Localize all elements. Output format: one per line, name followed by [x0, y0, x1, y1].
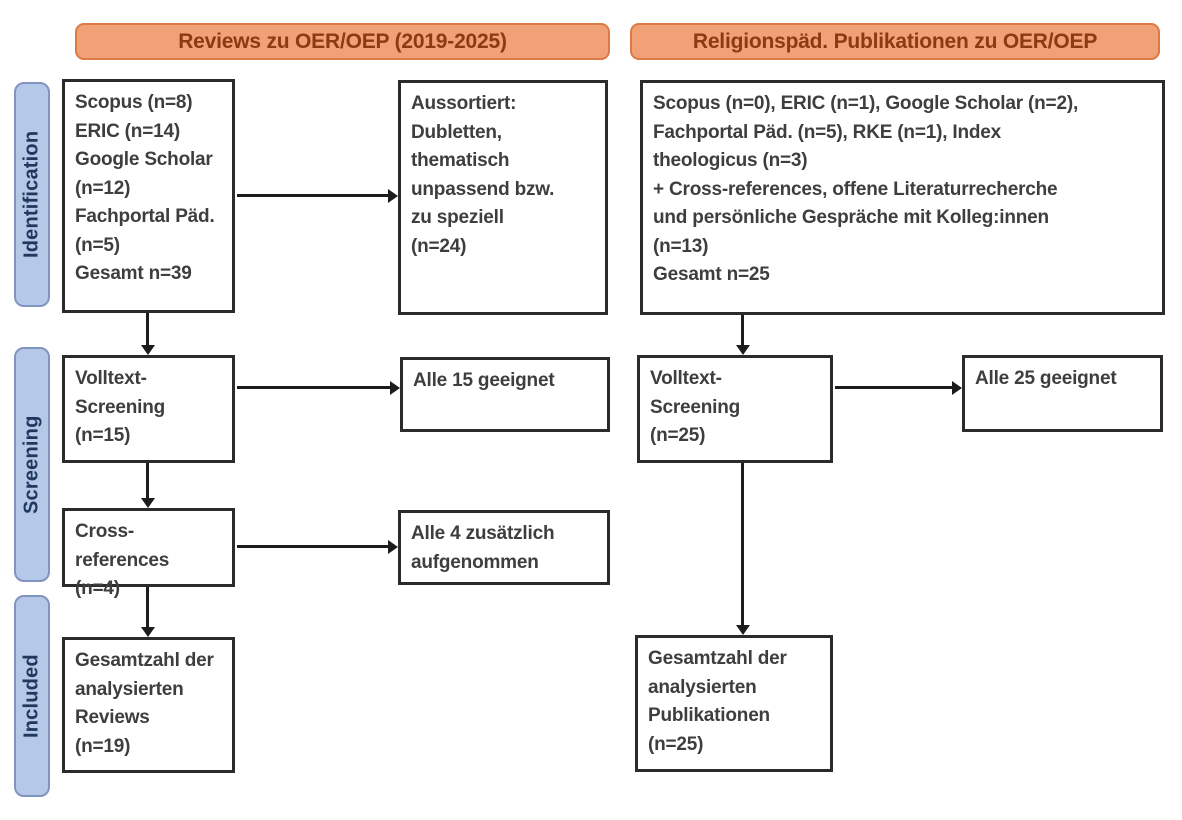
box-right-total-included: Gesamtzahl der analysierten Publikatione…	[635, 635, 833, 772]
stage-label-identification: Identification	[14, 82, 50, 307]
box-left-crossref-added: Alle 4 zusätzlich aufgenommen	[398, 510, 610, 585]
box-left-fulltext-screening: Volltext- Screening (n=15)	[62, 355, 235, 463]
arrow-left-crossref-to-total	[140, 587, 155, 637]
column-header-religionspaed: Religionspäd. Publikationen zu OER/OEP	[630, 23, 1160, 60]
box-left-excluded: Aussortiert: Dubletten, thematisch unpas…	[398, 80, 608, 315]
box-left-all-eligible: Alle 15 geeignet	[400, 357, 610, 432]
arrow-left-sources-to-excluded	[237, 188, 398, 203]
box-left-total-included: Gesamtzahl der analysierten Reviews (n=1…	[62, 637, 235, 773]
arrow-right-fulltext-to-total	[735, 463, 750, 635]
box-right-all-eligible: Alle 25 geeignet	[962, 355, 1163, 432]
arrow-left-fulltext-to-eligible	[237, 380, 400, 395]
arrow-right-fulltext-to-eligible	[835, 380, 962, 395]
arrow-left-sources-to-fulltext	[140, 313, 155, 355]
box-left-cross-references: Cross-references (n=4)	[62, 508, 235, 599]
arrow-left-crossref-to-added	[237, 539, 398, 554]
stage-label-included: Included	[14, 595, 50, 797]
arrow-left-fulltext-to-crossref	[140, 463, 155, 508]
column-header-reviews: Reviews zu OER/OEP (2019-2025)	[75, 23, 610, 60]
box-right-fulltext-screening: Volltext- Screening (n=25)	[637, 355, 833, 463]
stage-label-screening: Screening	[14, 347, 50, 582]
box-right-sources: Scopus (n=0), ERIC (n=1), Google Scholar…	[640, 80, 1165, 315]
box-left-sources: Scopus (n=8) ERIC (n=14) Google Scholar …	[62, 79, 235, 313]
arrow-right-sources-to-fulltext	[735, 315, 750, 355]
